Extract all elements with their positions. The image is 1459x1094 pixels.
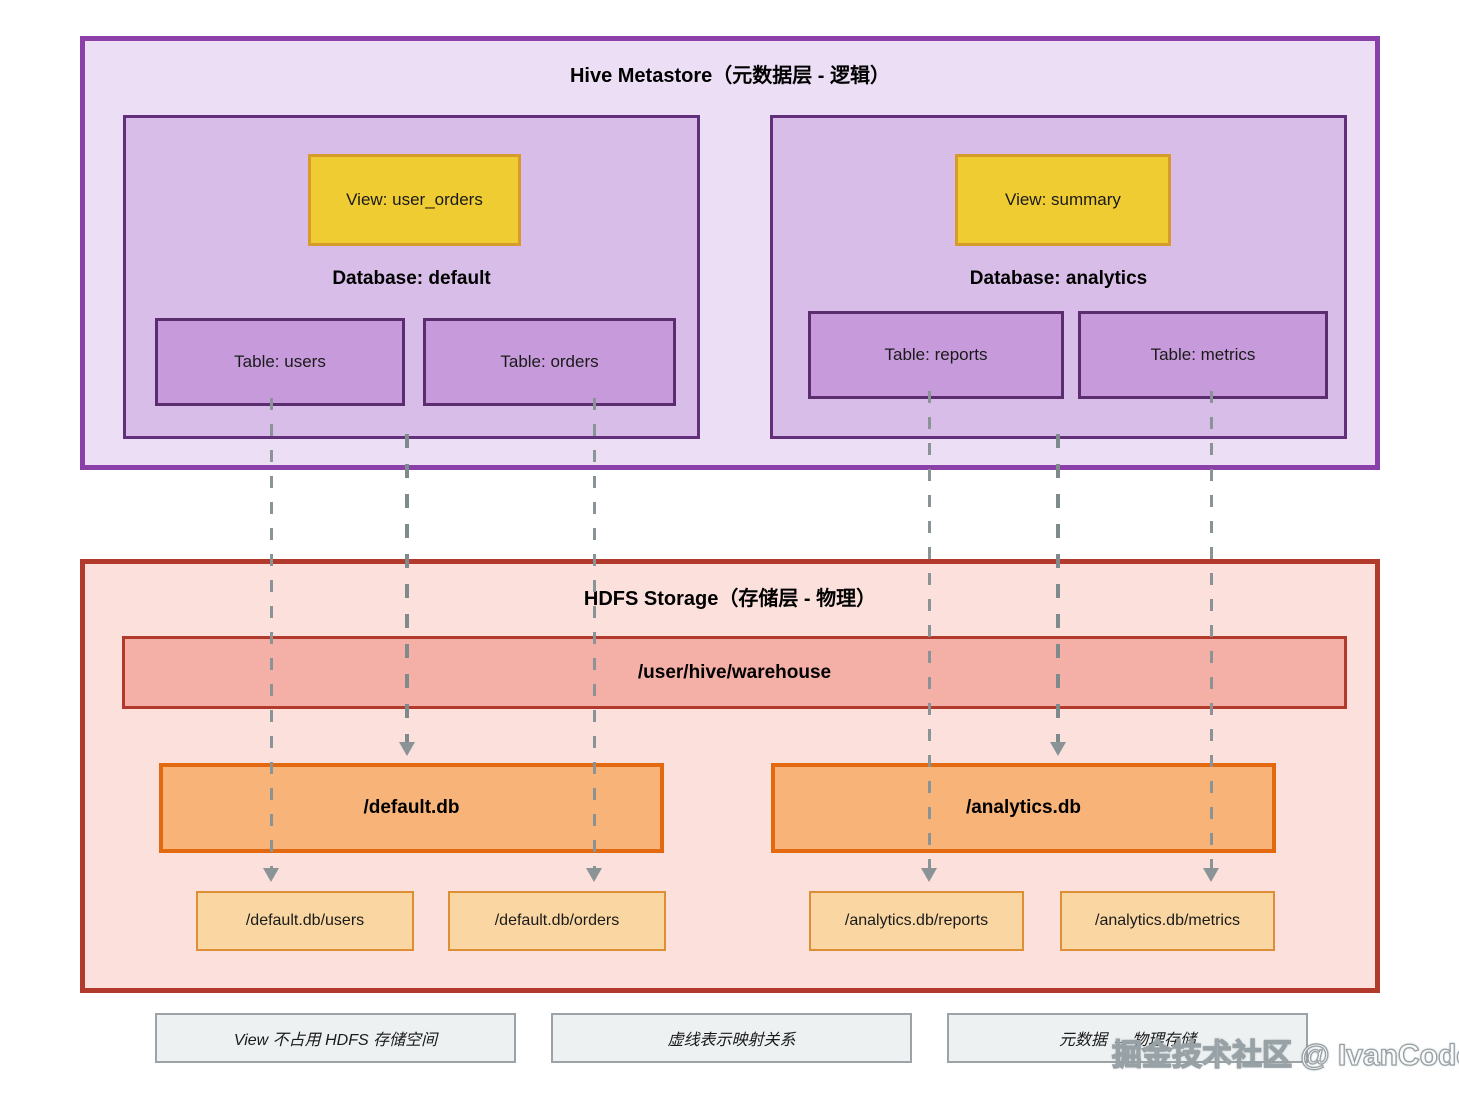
path-box-analytics-metrics: /analytics.db/metrics xyxy=(1060,891,1275,951)
view-box-summary: View: summary xyxy=(955,154,1171,246)
watermark: 掘金技术社区 @ IvanCodes xyxy=(1111,1038,1459,1072)
table-label-metrics: Table: metrics xyxy=(1150,345,1256,364)
hdfs-title: HDFS Storage（存储层 - 物理） xyxy=(583,588,877,610)
mapping-arrow-users xyxy=(263,868,279,882)
folder-box-analytics-db: /analytics.db xyxy=(771,763,1276,853)
database-label-default: Database: default xyxy=(332,268,491,289)
database-box-analytics: View: summary Database: analytics Table:… xyxy=(770,115,1347,439)
mapping-line-orders xyxy=(593,398,596,868)
mapping-line-database-default xyxy=(405,434,409,742)
metastore-section: Hive Metastore（元数据层 - 逻辑） View: user_ord… xyxy=(80,36,1380,470)
legend-note-dashed-line-text: 虚线表示映射关系 xyxy=(667,1032,796,1049)
folder-label-analytics-db: /analytics.db xyxy=(965,797,1082,818)
path-box-default-users: /default.db/users xyxy=(196,891,414,951)
folder-box-default-db: /default.db xyxy=(159,763,664,853)
legend-note-mapping-text: 元数据 ↔ 物理存储 xyxy=(1059,1032,1196,1049)
path-box-default-orders: /default.db/orders xyxy=(448,891,666,951)
mapping-arrow-orders xyxy=(586,868,602,882)
mapping-line-database-analytics xyxy=(1056,434,1060,742)
table-label-users: Table: users xyxy=(234,352,326,371)
path-label-analytics-reports: /analytics.db/reports xyxy=(844,912,989,929)
warehouse-path-bar: /user/hive/warehouse xyxy=(122,636,1347,709)
view-label-user-orders: View: user_orders xyxy=(346,190,483,209)
mapping-line-users xyxy=(270,398,273,868)
legend-note-mapping: 元数据 ↔ 物理存储 xyxy=(947,1013,1308,1063)
legend-note-view-text: View 不占用 HDFS 存储空间 xyxy=(233,1032,438,1049)
hdfs-section: HDFS Storage（存储层 - 物理） /user/hive/wareho… xyxy=(80,559,1380,993)
legend-note-view: View 不占用 HDFS 存储空间 xyxy=(155,1013,516,1063)
mapping-arrow-database-default xyxy=(399,742,415,756)
mapping-arrow-metrics xyxy=(1203,868,1219,882)
metastore-title: Hive Metastore（元数据层 - 逻辑） xyxy=(569,65,891,87)
mapping-line-reports xyxy=(928,391,931,868)
path-box-analytics-reports: /analytics.db/reports xyxy=(809,891,1024,951)
table-box-orders: Table: orders xyxy=(423,318,676,406)
legend-note-dashed-line: 虚线表示映射关系 xyxy=(551,1013,912,1063)
table-box-metrics: Table: metrics xyxy=(1078,311,1328,399)
mapping-arrow-reports xyxy=(921,868,937,882)
view-box-user-orders: View: user_orders xyxy=(308,154,521,246)
path-label-analytics-metrics: /analytics.db/metrics xyxy=(1095,912,1240,929)
path-label-default-orders: /default.db/orders xyxy=(494,912,620,929)
database-box-default: View: user_orders Database: default Tabl… xyxy=(123,115,700,439)
table-box-reports: Table: reports xyxy=(808,311,1064,399)
mapping-arrow-database-analytics xyxy=(1050,742,1066,756)
mapping-line-metrics xyxy=(1210,391,1213,868)
table-label-orders: Table: orders xyxy=(500,352,599,371)
path-label-default-users: /default.db/users xyxy=(245,912,365,929)
view-label-summary: View: summary xyxy=(1005,190,1121,209)
folder-label-default-db: /default.db xyxy=(363,797,460,818)
table-box-users: Table: users xyxy=(155,318,405,406)
table-label-reports: Table: reports xyxy=(884,345,988,364)
database-label-analytics: Database: analytics xyxy=(969,268,1148,289)
warehouse-path-label: /user/hive/warehouse xyxy=(637,661,832,683)
